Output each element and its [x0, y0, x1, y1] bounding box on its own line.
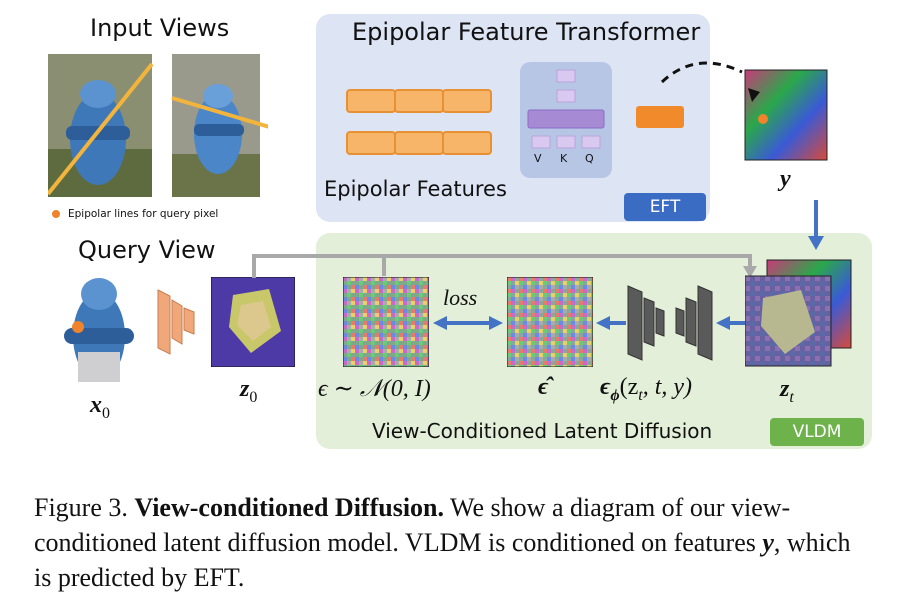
- z0-label: z0: [240, 376, 257, 407]
- caption-prefix: Figure 3.: [34, 493, 128, 522]
- caption-bold: View-conditioned Diffusion.: [134, 493, 445, 522]
- epsilon-phi-label: ϵϕ(zt, t, y): [600, 374, 692, 405]
- feature-block: [394, 131, 444, 155]
- epsilon-dist-label: ϵ ∼ 𝒩(0, I): [318, 376, 431, 402]
- hydrant-q-arms: [64, 328, 134, 344]
- vldm-panel-title: View-Conditioned Latent Diffusion: [372, 419, 713, 443]
- eft-tag: EFT: [624, 193, 706, 221]
- epsilon-phi-args-subscript: t: [638, 386, 643, 404]
- z0-latent: [211, 277, 295, 367]
- z0-symbol: z: [240, 376, 250, 402]
- zt-label: zt: [780, 376, 794, 407]
- encoder-icon: [157, 289, 195, 355]
- unet-to-epsilon-hat-arrow: [596, 316, 626, 330]
- query-view-image: [64, 278, 134, 382]
- feature-block: [346, 131, 396, 155]
- y-feature-map: [744, 69, 828, 161]
- epsilon-hat-label: ϵ̂: [538, 374, 549, 400]
- feature-block: [442, 131, 492, 155]
- epsilon-phi-args-rest: , t, y): [642, 374, 693, 400]
- zt-object: [761, 290, 815, 354]
- eft-output-token: [636, 106, 684, 128]
- epipolar-line-1: [48, 62, 154, 196]
- y-feature-map-group: [660, 61, 828, 161]
- epsilon-hat-noise: [507, 277, 593, 367]
- caption-text: We show a diagram of our view-conditione…: [34, 493, 791, 557]
- y-to-vldm-arrow: [808, 200, 824, 250]
- attention-label-k: K: [560, 152, 568, 165]
- query-dot-legend-icon: [52, 210, 60, 218]
- loss-label: loss: [443, 285, 478, 310]
- y-query-dot: [758, 114, 768, 124]
- x0-label: x0: [90, 392, 110, 423]
- epsilon-phi-args: (z: [619, 374, 639, 400]
- zt-subscript: t: [789, 388, 794, 406]
- hydrant-2-arms: [194, 124, 244, 136]
- zt-stack: [745, 259, 852, 367]
- figure-caption: Figure 3. View-conditioned Diffusion. We…: [34, 490, 874, 595]
- attention-cell-q: [581, 135, 601, 149]
- epsilon-noise: [343, 277, 429, 367]
- attention-cell: [556, 89, 576, 103]
- caption-y: y: [762, 528, 774, 557]
- attention-row: [527, 109, 605, 129]
- eft-panel-title: Epipolar Feature Transformer: [352, 18, 701, 46]
- epipolar-features-label: Epipolar Features: [324, 177, 507, 201]
- zt-to-unet-arrow: [716, 316, 746, 330]
- attention-cell-k: [556, 135, 576, 149]
- feature-block: [394, 89, 444, 113]
- caption-suffix: , which is predicted by EFT.: [34, 528, 851, 592]
- feature-block: [442, 89, 492, 113]
- query-pixel-dot: [72, 321, 84, 333]
- x0-symbol: x: [90, 392, 102, 418]
- epsilon-phi-subscript: ϕ: [610, 386, 620, 404]
- vldm-tag: VLDM: [770, 418, 864, 446]
- attention-cell-v: [531, 135, 551, 149]
- hydrant-q-cap: [81, 278, 117, 310]
- eft-to-y-arrow: [660, 61, 743, 84]
- x0-subscript: 0: [102, 404, 110, 422]
- attention-block: [520, 62, 612, 178]
- hydrant-q-base: [78, 352, 120, 382]
- hydrant-2-cap: [203, 84, 233, 108]
- hydrant-1-cap: [80, 80, 116, 108]
- zt-symbol: z: [780, 376, 790, 402]
- attention-label-q: Q: [585, 152, 594, 165]
- feature-block: [346, 89, 396, 113]
- epipolar-legend: Epipolar lines for query pixel: [68, 208, 219, 220]
- query-view-title: Query View: [78, 236, 216, 264]
- y-label: y: [780, 166, 791, 192]
- input-view-images: [48, 54, 268, 197]
- unet-icon: [627, 285, 713, 361]
- input-views-title: Input Views: [90, 14, 230, 42]
- attention-label-v: V: [534, 152, 542, 165]
- z0-subscript: 0: [249, 388, 258, 406]
- epipolar-line-2: [171, 96, 268, 129]
- attention-cell: [556, 69, 576, 83]
- epsilon-phi-symbol: ϵ: [600, 374, 611, 400]
- noise-connector: [252, 254, 757, 278]
- y-query-arrowhead: [748, 88, 760, 102]
- loss-arrow: [433, 316, 503, 330]
